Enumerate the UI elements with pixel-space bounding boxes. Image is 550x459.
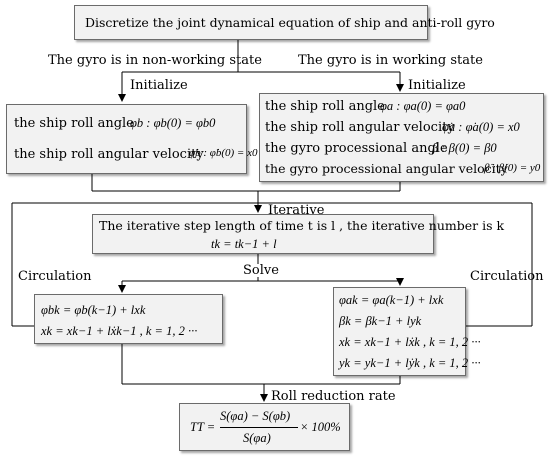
- solve-label: Solve: [243, 263, 279, 278]
- right-solve-eq3: xk = xk−1 + lẋk , k = 1, 2 ···: [339, 335, 481, 349]
- discretize-box: Discretize the joint dynamical equation …: [74, 5, 495, 40]
- left-init-box: the ship roll angle φb : φb(0) = φb0 the…: [6, 104, 257, 174]
- roll-reduction-box: TT = S(φa) − S(φb) S(φa) × 100%: [179, 403, 350, 451]
- fraction-bar: [220, 427, 298, 428]
- right-init-line2-eq: φ̇a : φ̇a(0) = x0: [442, 120, 520, 134]
- working-label: The gyro is in working state: [298, 53, 483, 68]
- right-solve-eq1: φak = φa(k−1) + lxk: [339, 293, 444, 307]
- right-initialize-label: Initialize: [408, 78, 466, 93]
- left-solve-box: φbk = φb(k−1) + lxk xk = xk−1 + lẋk−1 , …: [34, 294, 223, 344]
- right-solve-eq4: yk = yk−1 + lẏk , k = 1, 2 ···: [339, 356, 481, 370]
- left-solve-eq1: φbk = φb(k−1) + lxk: [41, 303, 146, 317]
- roll-reduction-lhs: TT =: [190, 420, 216, 434]
- left-init-line2-label: the ship roll angular velocity: [14, 147, 204, 162]
- right-solve-eq2: βk = βk−1 + lyk: [339, 314, 422, 328]
- circulation-left-label: Circulation: [18, 269, 92, 284]
- circulation-right-label: Circulation: [470, 269, 544, 284]
- roll-reduction-label: Roll reduction rate: [271, 389, 396, 404]
- left-init-line2-eq: φ̇b : φ̇b(0) = x0: [189, 147, 258, 159]
- right-init-line4-label: the gyro processional angular velocity: [265, 161, 508, 176]
- non-working-label: The gyro is in non-working state: [48, 53, 262, 68]
- iterative-box: The iterative step length of time t is l…: [92, 214, 504, 254]
- left-initialize-label: Initialize: [130, 78, 188, 93]
- roll-reduction-numerator: S(φa) − S(φb): [220, 409, 291, 423]
- right-init-line1-label: the ship roll angle: [265, 99, 385, 114]
- right-init-line4-eq: β̇ : β̇(0) = y0: [484, 162, 541, 174]
- right-init-line3-label: the gyro processional angle: [265, 141, 448, 156]
- right-init-line3-eq: β : β(0) = β0: [432, 141, 497, 155]
- iterative-label: Iterative: [268, 203, 325, 218]
- right-solve-box: φak = φa(k−1) + lxk βk = βk−1 + lyk xk =…: [333, 287, 481, 376]
- discretize-text: Discretize the joint dynamical equation …: [85, 15, 495, 30]
- left-init-line1-eq: φb : φb(0) = φb0: [130, 116, 216, 130]
- roll-reduction-denominator: S(φa): [243, 431, 271, 445]
- iterative-eq: tk = tk−1 + l: [211, 237, 277, 251]
- right-init-line2-label: the ship roll angular velocity: [265, 120, 455, 135]
- right-init-line1-eq: φa : φa(0) = φa0: [380, 99, 466, 113]
- roll-reduction-suffix: × 100%: [300, 420, 341, 434]
- left-init-line1-label: the ship roll angle: [14, 116, 134, 131]
- left-solve-eq2: xk = xk−1 + lẋk−1 , k = 1, 2 ···: [41, 324, 198, 338]
- right-init-box: the ship roll angle φa : φa(0) = φa0 the…: [259, 93, 544, 182]
- iterative-text: The iterative step length of time t is l…: [99, 218, 505, 233]
